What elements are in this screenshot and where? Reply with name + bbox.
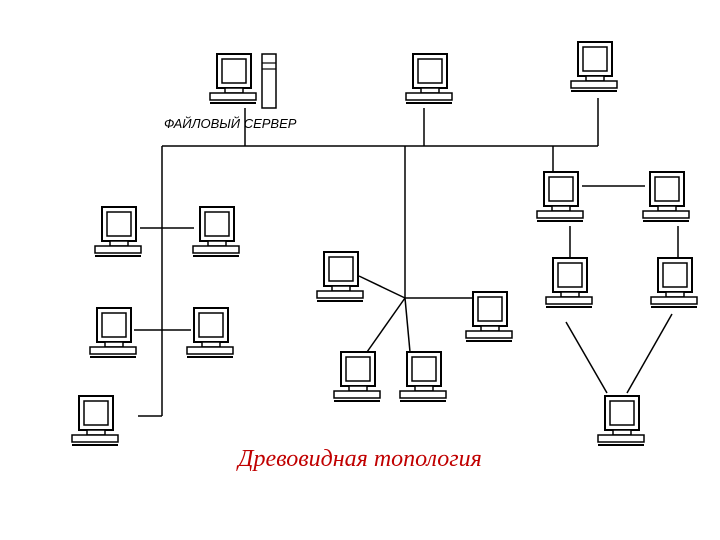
star-link-4 xyxy=(404,297,411,353)
star-link-1 xyxy=(358,275,406,299)
ring-link-bottom-left xyxy=(565,321,608,394)
computer-icon xyxy=(570,41,618,92)
computer-icon xyxy=(650,257,698,308)
computer-icon xyxy=(465,291,513,342)
computer-icon xyxy=(89,307,137,358)
computer-icon xyxy=(94,206,142,257)
computer-icon xyxy=(399,351,447,402)
network-links xyxy=(134,98,679,417)
server-tower-icon xyxy=(261,53,277,109)
diagram-caption: Древовидная топология xyxy=(238,446,482,472)
computer-icon xyxy=(209,53,257,104)
computer-icon xyxy=(192,206,240,257)
computer-icon xyxy=(186,307,234,358)
computer-icon xyxy=(545,257,593,308)
computer-icon xyxy=(642,171,690,222)
computer-icon xyxy=(71,395,119,446)
computer-icon xyxy=(405,53,453,104)
server-label: ФАЙЛОВЫЙ СЕРВЕР xyxy=(164,115,297,131)
ring-link-bottom-right xyxy=(626,313,673,394)
computer-icon xyxy=(333,351,381,402)
computer-icon xyxy=(316,251,364,302)
computer-icon xyxy=(597,395,645,446)
computer-icon xyxy=(536,171,584,222)
star-link-3 xyxy=(366,297,406,353)
